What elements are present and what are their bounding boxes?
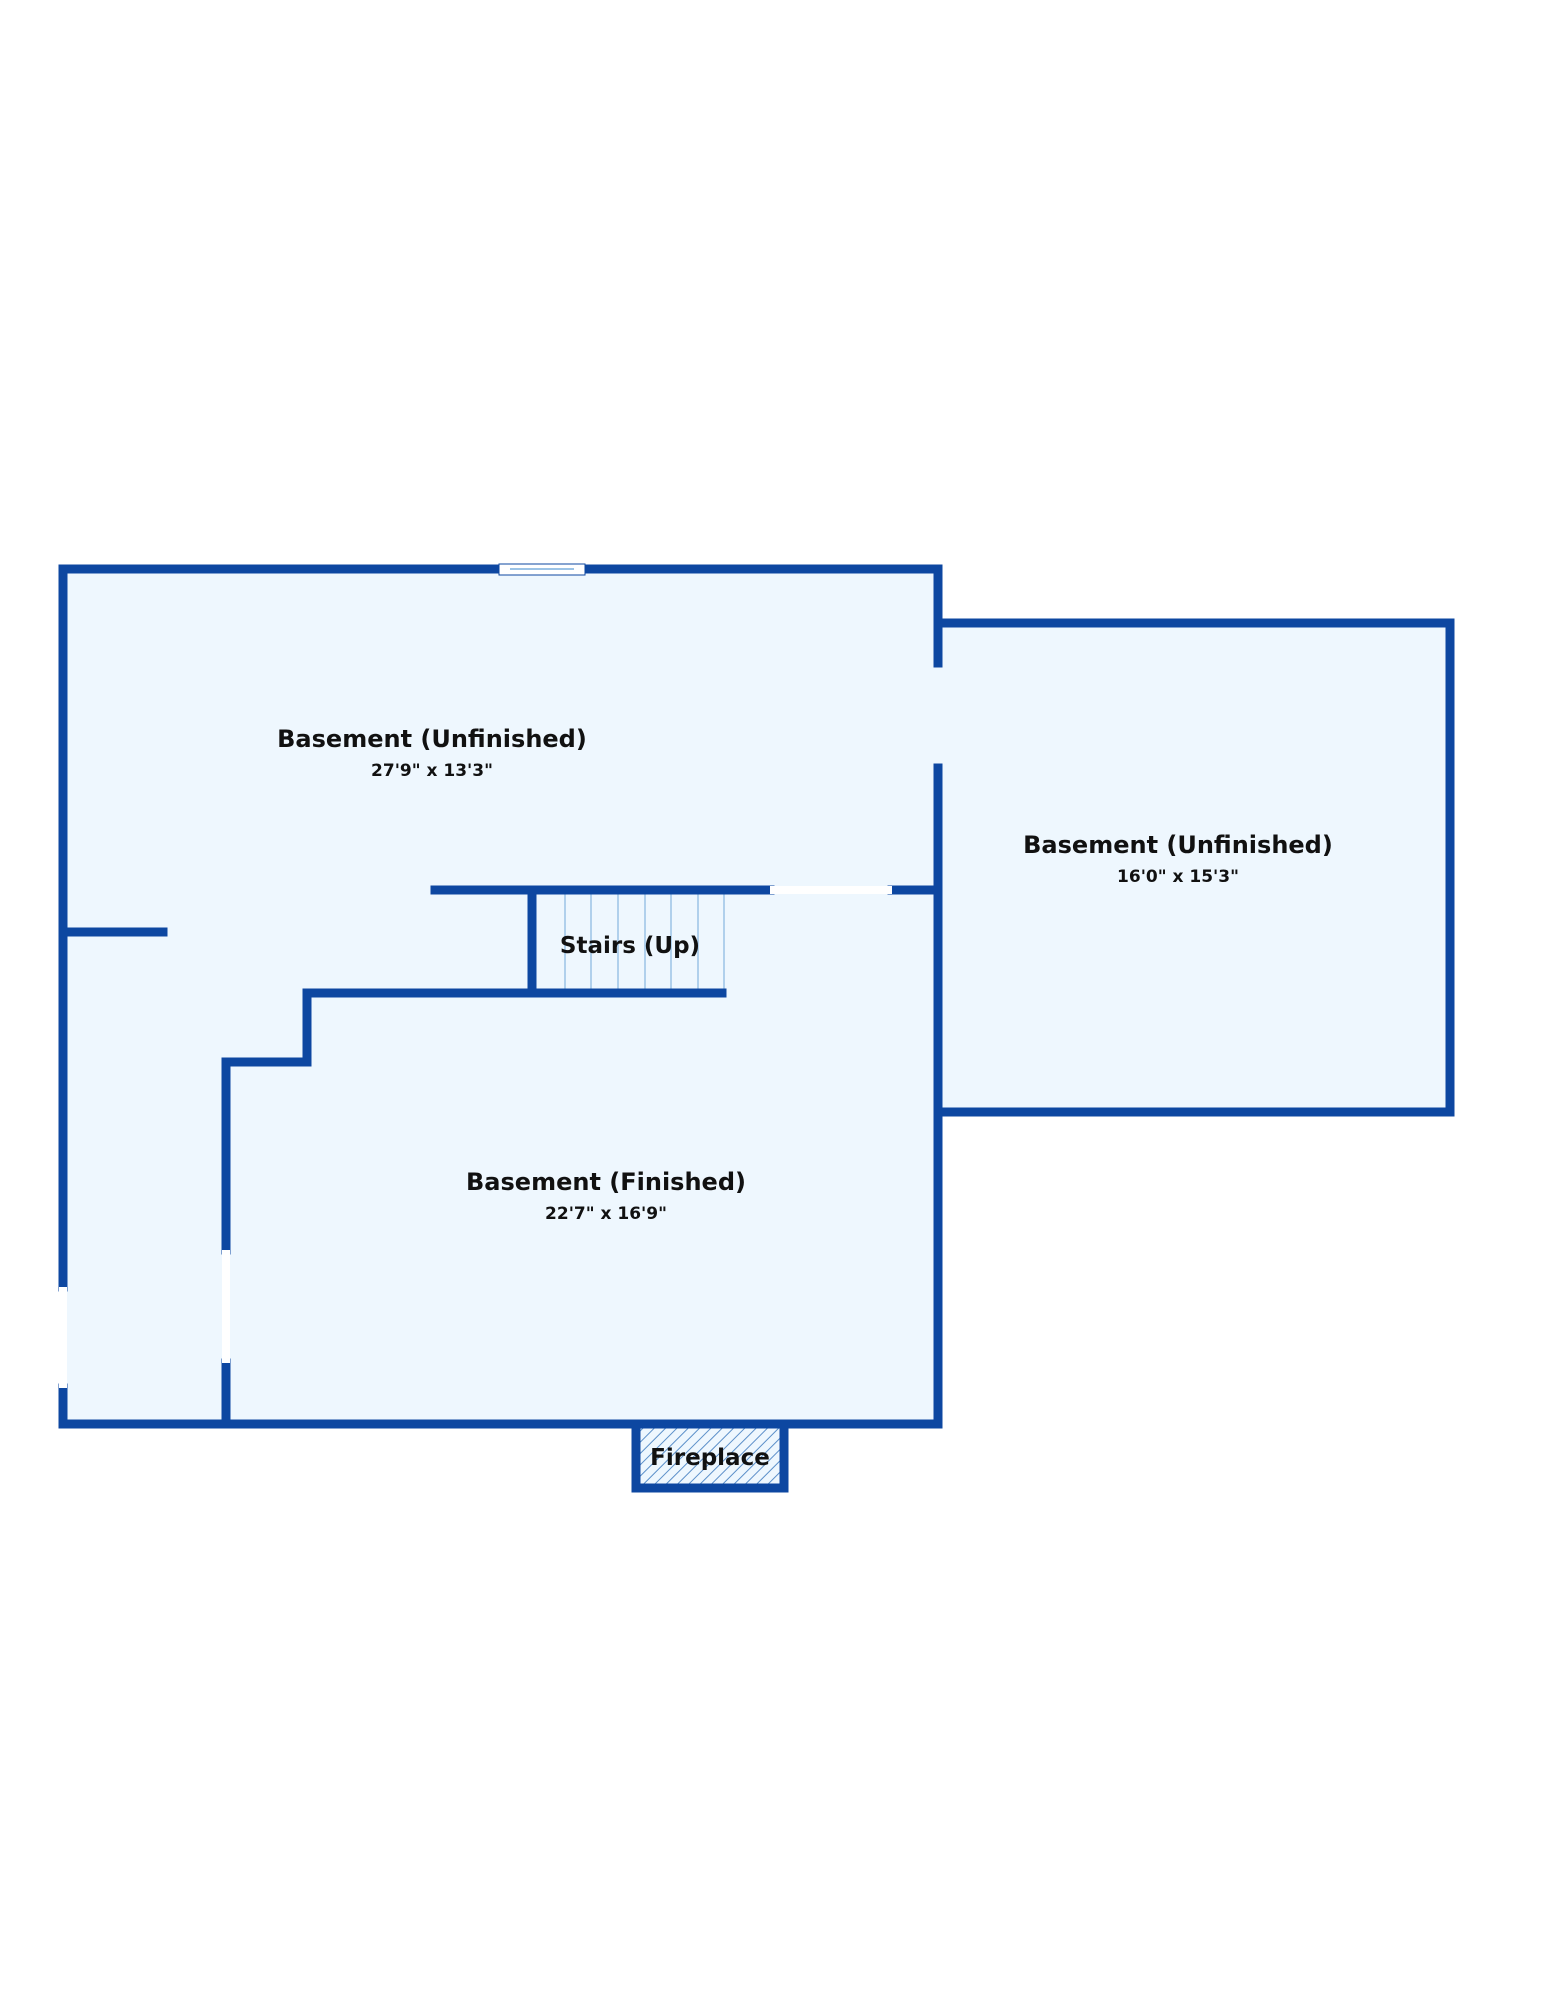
opening-left-wall xyxy=(59,1287,67,1388)
walls xyxy=(58,564,1455,1493)
openings xyxy=(59,563,892,1388)
room-dimensions-finished: 22'7" x 16'9" xyxy=(545,1204,667,1224)
fireplace-label: Fireplace xyxy=(650,1445,770,1471)
floor-side-room xyxy=(938,623,1450,1112)
room-name-finished: Basement (Finished) xyxy=(466,1168,746,1196)
opening-finished-left xyxy=(222,1250,230,1363)
wall-finished-step xyxy=(221,988,537,1255)
room-dimensions-unfinished-side: 16'0" x 15'3" xyxy=(1117,867,1239,887)
room-dimensions-unfinished-main: 27'9" x 13'3" xyxy=(371,761,493,781)
doorway-finished xyxy=(770,886,892,894)
floor-fireplace xyxy=(636,1424,784,1488)
room-name-unfinished-side: Basement (Unfinished) xyxy=(1023,831,1333,859)
stairs-label: Stairs (Up) xyxy=(560,933,700,959)
room-name-unfinished-main: Basement (Unfinished) xyxy=(277,725,587,753)
floor-fills xyxy=(63,569,1450,1488)
labels: Basement (Unfinished) 27'9" x 13'3" Base… xyxy=(277,725,1333,1471)
fireplace-box xyxy=(631,1419,789,1493)
stairs-treads xyxy=(564,893,725,990)
